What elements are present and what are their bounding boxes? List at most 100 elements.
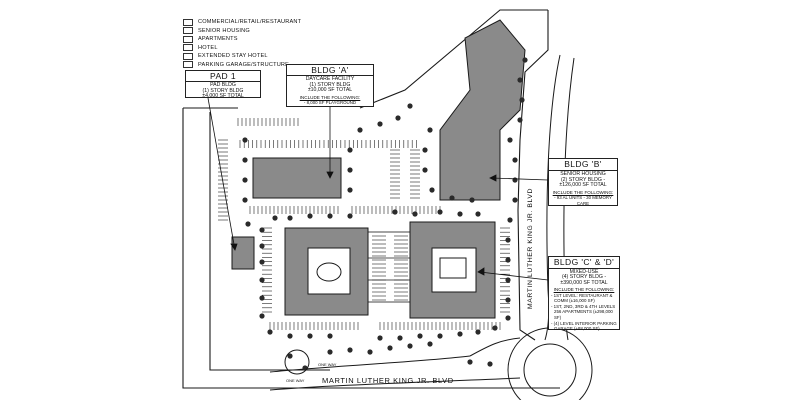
- tree-icon: [347, 347, 353, 353]
- tree-icon: [469, 197, 475, 203]
- tree-icon: [267, 329, 273, 335]
- callout-line: (2) STORY BLDG -: [560, 176, 606, 183]
- callout-line: (1) STORY BLDG: [202, 87, 244, 94]
- tree-icon: [522, 57, 528, 63]
- legend-label: APARTMENTS: [198, 36, 238, 43]
- tree-icon: [449, 195, 455, 201]
- callout-item: - 1ST, 2ND, 3RD & 4TH LEVELS: [551, 303, 616, 309]
- legend-item: APARTMENTS: [183, 35, 303, 44]
- tree-icon: [519, 97, 525, 103]
- building-d-footprint: [409, 221, 496, 319]
- tree-icon: [327, 213, 333, 219]
- callout-line: ±390,000 SF TOTAL: [560, 279, 608, 286]
- callout-item: GARAGE (±88,000 SF): [554, 326, 600, 332]
- tree-icon: [245, 221, 251, 227]
- tree-icon: [287, 215, 293, 221]
- tree-icon: [327, 349, 333, 355]
- callout-item: - (4) LEVEL INTERIOR PARKING: [551, 320, 617, 326]
- parking-structure: [367, 231, 411, 303]
- tree-icon: [272, 215, 278, 221]
- callout-title: BLDG 'B': [549, 159, 617, 171]
- callout-body: SENIOR HOUSING (2) STORY BLDG - ±126,000…: [549, 171, 617, 208]
- building-a-footprint: [252, 157, 342, 199]
- callout-item: - 93 AL UNITS - 30 MEMORY CARE: [554, 195, 612, 206]
- tree-icon: [259, 313, 265, 319]
- tree-icon: [437, 209, 443, 215]
- tree-icon: [512, 177, 518, 183]
- callout-line: MIXED-USE: [569, 269, 599, 275]
- parking-stalls: [218, 118, 510, 330]
- callout-item: 256 APARTMENTS (±298,000 SF): [554, 309, 613, 320]
- road-label-mlk-vertical: MARTIN LUTHER KING JR. BLVD: [526, 188, 534, 309]
- callout-line: DAYCARE FACILITY: [305, 76, 355, 82]
- legend-item: SENIOR HOUSING: [183, 27, 303, 36]
- callout-title: BLDG 'A': [287, 65, 373, 76]
- callout-body: PAD BLDG (1) STORY BLDG ±4,000 SF TOTAL: [186, 82, 260, 101]
- legend: COMMERCIAL/RETAIL/RESTAURANT SENIOR HOUS…: [183, 18, 303, 69]
- tree-icon: [505, 277, 511, 283]
- tree-icon: [457, 331, 463, 337]
- tree-icon: [367, 349, 373, 355]
- legend-swatch: [183, 44, 193, 52]
- callout-title: BLDG 'C' & 'D': [549, 257, 619, 269]
- callout-include-heading: INCLUDE THE FOLLOWING:: [552, 189, 614, 195]
- tree-icon: [505, 257, 511, 263]
- legend-swatch: [183, 61, 193, 69]
- tree-icon: [242, 157, 248, 163]
- tree-icon: [422, 167, 428, 173]
- tree-icon: [347, 147, 353, 153]
- callout-include-heading: INCLUDE THE FOLLOWING:: [299, 94, 361, 100]
- legend-label: COMMERCIAL/RETAIL/RESTAURANT: [198, 19, 302, 26]
- tree-icon: [505, 237, 511, 243]
- building-b-footprint: [439, 19, 526, 201]
- tree-icon: [287, 353, 293, 359]
- callout-line: ±4,000 SF TOTAL: [202, 93, 244, 100]
- tree-icon: [457, 211, 463, 217]
- callout-bldg-cd: BLDG 'C' & 'D' MIXED-USE (4) STORY BLDG …: [548, 256, 620, 333]
- tree-icon: [347, 167, 353, 173]
- tree-icon: [512, 157, 518, 163]
- callout-pad1: PAD 1 PAD BLDG (1) STORY BLDG ±4,000 SF …: [185, 70, 261, 101]
- tree-icon: [327, 333, 333, 339]
- callout-bldg-a: BLDG 'A' DAYCARE FACILITY (1) STORY BLDG…: [286, 64, 374, 107]
- tree-icon: [242, 137, 248, 143]
- plaza-fountain: [284, 349, 310, 375]
- tree-icon: [517, 77, 523, 83]
- tree-icon: [475, 211, 481, 217]
- callout-line: ±126,000 SF TOTAL: [559, 182, 607, 189]
- legend-item: HOTEL: [183, 44, 303, 53]
- legend-label: SENIOR HOUSING: [198, 27, 250, 34]
- legend-label: EXTENDED STAY HOTEL: [198, 53, 268, 60]
- callout-line: SENIOR HOUSING: [560, 171, 606, 177]
- tree-icon: [387, 345, 393, 351]
- tree-icon: [407, 103, 413, 109]
- tree-icon: [507, 137, 513, 143]
- callout-item: - 8,000 SF PLAYGROUND: [303, 100, 357, 106]
- building-c-footprint: [284, 227, 369, 316]
- callout-item: COMM (±16,000 SF): [554, 298, 595, 304]
- tree-icon: [242, 197, 248, 203]
- road-label-mlk-bottom: MARTIN LUTHER KING JR. BLVD: [322, 376, 454, 385]
- tree-icon: [392, 209, 398, 215]
- roundabout: [507, 327, 593, 400]
- tree-icon: [475, 329, 481, 335]
- tree-icon: [347, 187, 353, 193]
- tree-icon: [259, 259, 265, 265]
- tree-icon: [242, 177, 248, 183]
- tree-icon: [505, 315, 511, 321]
- tree-icon: [377, 335, 383, 341]
- callout-include-heading: INCLUDE THE FOLLOWING:: [553, 287, 615, 293]
- callout-bldg-b: BLDG 'B' SENIOR HOUSING (2) STORY BLDG -…: [548, 158, 618, 206]
- tree-icon: [407, 343, 413, 349]
- tree-icon: [412, 211, 418, 217]
- tree-icon: [487, 361, 493, 367]
- legend-swatch: [183, 35, 193, 43]
- legend-item: COMMERCIAL/RETAIL/RESTAURANT: [183, 18, 303, 27]
- tree-icon: [437, 333, 443, 339]
- tree-icon: [429, 187, 435, 193]
- tree-icon: [397, 335, 403, 341]
- callout-body: MIXED-USE (4) STORY BLDG - ±390,000 SF T…: [549, 269, 619, 333]
- one-way-label: ONE WAY: [318, 362, 337, 367]
- tree-icon: [427, 127, 433, 133]
